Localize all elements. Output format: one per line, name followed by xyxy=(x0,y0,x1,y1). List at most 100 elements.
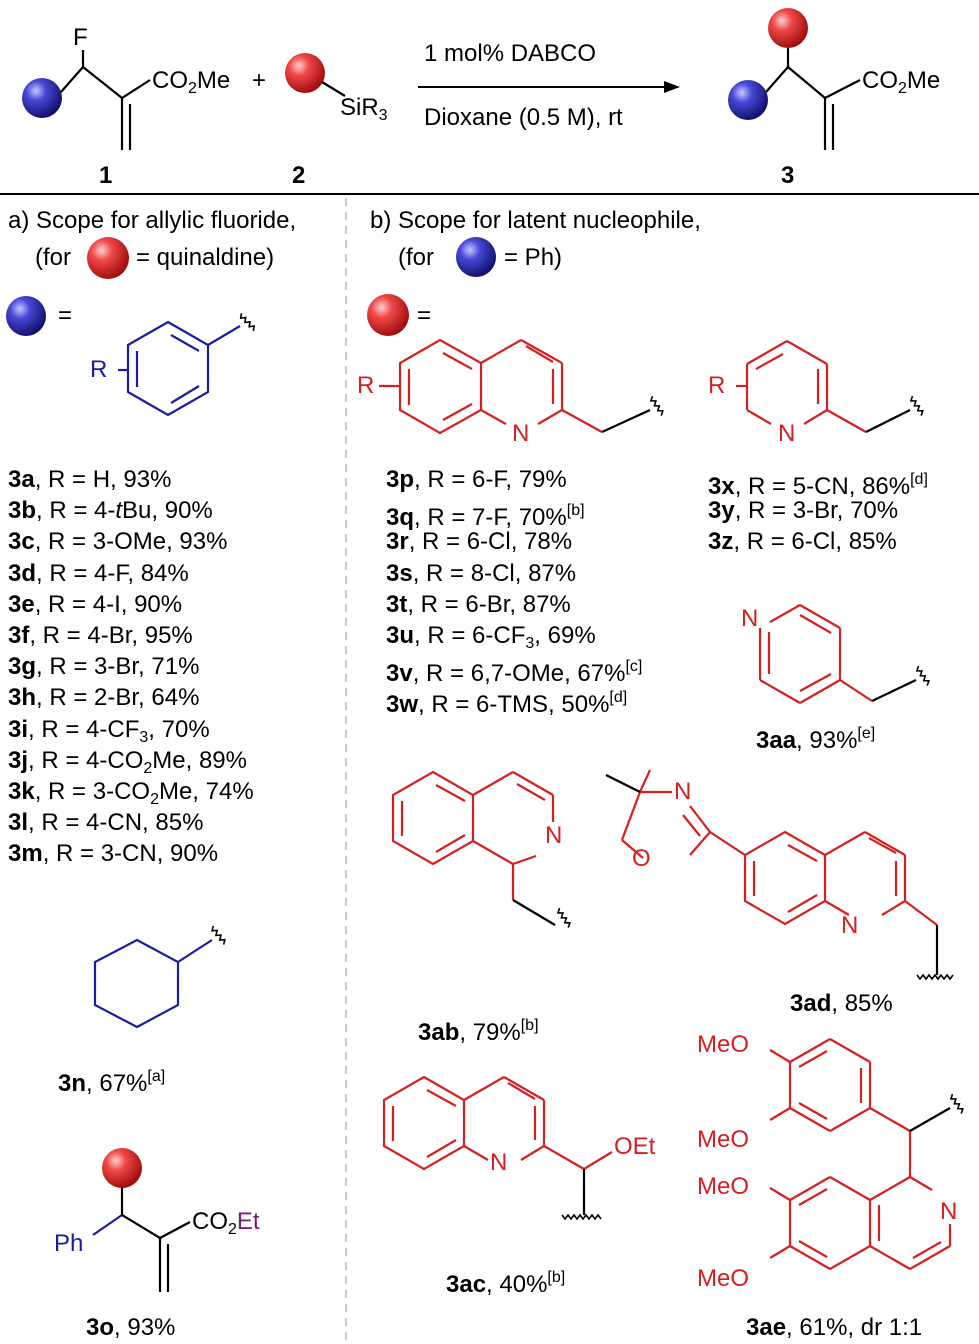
entry-3ab: 3ab, 79%[b] xyxy=(418,1017,539,1046)
entry-3ae: 3ae, 61%, dr 1:1 xyxy=(746,1314,923,1341)
blue-sphere-icon xyxy=(456,237,496,277)
methoxy-4-label: MeO xyxy=(697,1265,750,1292)
oxazoline-N-label: N xyxy=(674,778,692,805)
pyridin-4-yl-N-label: N xyxy=(741,605,759,632)
black-bond xyxy=(601,409,651,433)
compound-1-label: 1 xyxy=(99,162,113,189)
entry-3j: 3j, R = 4-CO2Me, 89% xyxy=(8,746,247,777)
wavy-bond xyxy=(561,1213,602,1221)
entry-3p: 3p, R = 6-F, 79% xyxy=(386,466,567,493)
black-bond xyxy=(865,409,911,433)
entry-3q: 3q, R = 7-F, 70%[b] xyxy=(386,502,585,532)
entry-3d: 3d, R = 4-F, 84% xyxy=(8,559,189,587)
section-b-equals: = xyxy=(417,302,432,329)
wavy-bond xyxy=(239,313,256,332)
entry-3g: 3g, R = 3-Br, 71% xyxy=(8,653,200,681)
section-a-title: a) Scope for allylic fluoride, xyxy=(8,207,297,234)
red-sphere-icon xyxy=(87,237,129,279)
entry-3n: 3n, 67%[a] xyxy=(58,1068,166,1097)
entry-3f: 3f, R = 4-Br, 95% xyxy=(8,622,193,649)
red-sphere-icon xyxy=(285,53,325,93)
entry-3b: 3b, R = 4-tBu, 90% xyxy=(8,497,213,525)
condition-catalyst: 1 mol% DABCO xyxy=(424,40,597,67)
quinoline-R-label: R xyxy=(357,372,375,399)
compound-3-label: 3 xyxy=(781,162,795,189)
section-a-for-prefix: (for xyxy=(35,244,71,271)
wavy-bond xyxy=(211,925,226,945)
wavy-bond xyxy=(909,395,924,416)
section-b-for-prefix: (for xyxy=(398,244,434,271)
methoxy-1-label: MeO xyxy=(697,1031,750,1058)
aryl-ring-structure xyxy=(118,320,241,417)
phenyl-label: Ph xyxy=(54,1230,84,1257)
entry-3i: 3i, R = 4-CF3, 70% xyxy=(8,715,210,746)
condition-solvent: Dioxane (0.5 M), rt xyxy=(424,104,623,131)
ethyl-ester-label: CO2Et xyxy=(192,1208,260,1238)
entry-3y: 3y, R = 3-Br, 70% xyxy=(708,497,899,525)
pyridin-4-yl-structure xyxy=(758,604,873,704)
entry-3t: 3t, R = 6-Br, 87% xyxy=(386,590,571,618)
section-a-equals: = xyxy=(58,302,73,329)
entry-3o: 3o, 93% xyxy=(86,1314,176,1341)
entry-3c: 3c, R = 3-OMe, 93% xyxy=(8,528,228,556)
entry-3ad: 3ad, 85% xyxy=(790,990,893,1017)
wavy-bond xyxy=(916,973,954,981)
wavy-bond xyxy=(556,907,571,928)
ester-label: CO2Me xyxy=(152,67,231,97)
fluorine-label: F xyxy=(73,24,88,51)
quinoline-ac-N-label: N xyxy=(490,1149,508,1176)
entry-3m: 3m, R = 3-CN, 90% xyxy=(8,840,219,868)
compound-2-label: 2 xyxy=(292,162,306,189)
entry-3e: 3e, R = 4-I, 90% xyxy=(8,590,183,618)
quinoline-ad-N-label: N xyxy=(841,912,859,939)
aryl-R-label: R xyxy=(90,356,108,383)
entry-3aa: 3aa, 93%[e] xyxy=(756,725,876,754)
methoxy-2-label: MeO xyxy=(697,1126,750,1153)
blue-sphere-icon xyxy=(22,78,62,118)
entry-3u: 3u, R = 6-CF3, 69% xyxy=(386,622,596,652)
red-sphere-icon xyxy=(768,8,808,48)
quinoline-N-label: N xyxy=(512,420,530,447)
red-bond xyxy=(769,604,801,623)
entry-3k: 3k, R = 3-CO2Me, 74% xyxy=(8,778,254,808)
entry-3r: 3r, R = 6-Cl, 78% xyxy=(386,528,573,556)
section-b-title: b) Scope for latent nucleophile, xyxy=(370,207,701,234)
entry-3ac: 3ac, 40%[b] xyxy=(446,1269,566,1298)
papaverine-N-label: N xyxy=(940,1198,958,1225)
entry-3h: 3h, R = 2-Br, 64% xyxy=(8,684,200,712)
black-bond xyxy=(512,899,556,926)
red-sphere-icon xyxy=(367,294,409,336)
isoquinoline-N-label: N xyxy=(545,822,563,849)
plus-sign: + xyxy=(252,67,267,94)
entry-3a: 3a, R = H, 93% xyxy=(8,466,172,493)
methoxy-3-label: MeO xyxy=(697,1173,750,1200)
entry-3v: 3v, R = 6,7-OMe, 67%[c] xyxy=(386,658,643,688)
black-bond xyxy=(871,679,917,702)
isoquinoline-structure xyxy=(391,770,555,900)
quinoline-ethoxy-structure xyxy=(382,1075,613,1171)
silane-label: SiR3 xyxy=(340,94,388,124)
quinoline-structure xyxy=(379,338,603,435)
product-3-structure xyxy=(765,48,861,150)
red-sphere-icon xyxy=(102,1148,142,1188)
wavy-bond xyxy=(649,395,664,416)
reactant-1-structure xyxy=(60,50,151,150)
gem-dimethyl-bonds xyxy=(605,774,641,793)
oxazoline-O-label: O xyxy=(632,845,651,872)
entry-3l: 3l, R = 4-CN, 85% xyxy=(8,809,204,837)
reaction-arrow xyxy=(418,81,680,93)
pyridine-structure xyxy=(736,340,867,433)
entry-3w: 3w, R = 6-TMS, 50%[d] xyxy=(386,689,628,719)
section-b-for-suffix: = Ph) xyxy=(504,244,563,271)
wavy-bond xyxy=(915,665,930,686)
pyridine-R-label: R xyxy=(708,372,726,399)
cyclohexyl-structure xyxy=(93,938,213,1029)
entry-3s: 3s, R = 8-Cl, 87% xyxy=(386,559,577,587)
pyridine-N-label: N xyxy=(778,420,796,447)
blue-sphere-icon xyxy=(728,80,768,120)
reagent-2-structure xyxy=(321,81,346,97)
compound-3o-structure xyxy=(92,1187,191,1292)
blue-sphere-icon xyxy=(6,296,46,336)
section-a-for-suffix: = quinaldine) xyxy=(136,244,275,271)
